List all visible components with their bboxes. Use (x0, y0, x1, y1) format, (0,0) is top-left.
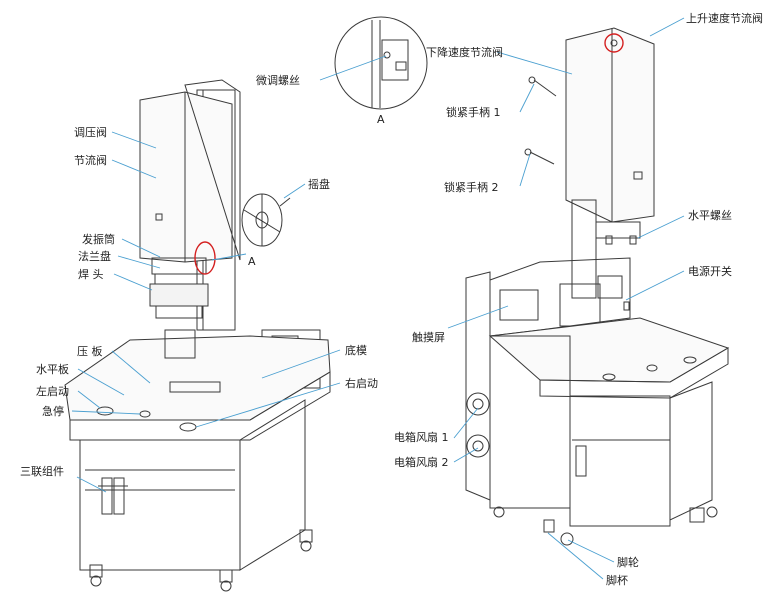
label-inset-caption: A (377, 113, 385, 126)
label-base-mold: 底模 (345, 344, 367, 357)
label-fan-1: 电箱风扇 1 (394, 431, 449, 444)
label-pressure-valve: 调压阀 (74, 126, 107, 139)
label-horn: 焊 头 (78, 268, 104, 281)
label-foot-cup: 脚杯 (606, 574, 628, 587)
label-flange: 法兰盘 (78, 250, 111, 263)
label-fine-adjust-screw: 微调螺丝 (256, 74, 300, 87)
label-level-screw: 水平螺丝 (688, 209, 732, 222)
label-detail-mark: A (248, 255, 256, 268)
label-lock-handle-1: 锁紧手柄 1 (446, 106, 501, 119)
label-up-speed-valve: 上升速度节流阀 (686, 12, 763, 25)
leader-lines (71, 17, 685, 580)
left-machine (64, 79, 331, 592)
label-emergency-stop: 急停 (42, 405, 64, 418)
label-level-plate: 水平板 (36, 363, 69, 376)
label-triple-unit: 三联组件 (20, 465, 64, 478)
label-touch-screen: 触摸屏 (412, 331, 445, 344)
label-right-start: 右启动 (345, 377, 378, 390)
right-machine (465, 27, 730, 546)
label-oscillator: 发振筒 (82, 233, 115, 246)
label-handwheel: 摇盘 (308, 178, 330, 191)
label-press-plate: 压 板 (77, 345, 103, 358)
label-caster: 脚轮 (617, 556, 639, 569)
label-power-switch: 电源开关 (688, 265, 732, 278)
label-fan-2: 电箱风扇 2 (394, 456, 449, 469)
label-left-start: 左启动 (36, 385, 69, 398)
label-down-speed-valve: 下降速度节流阀 (426, 46, 503, 59)
label-lock-handle-2: 锁紧手柄 2 (444, 181, 499, 194)
label-throttle-valve: 节流阀 (74, 154, 107, 167)
detail-inset-circle (334, 16, 428, 110)
